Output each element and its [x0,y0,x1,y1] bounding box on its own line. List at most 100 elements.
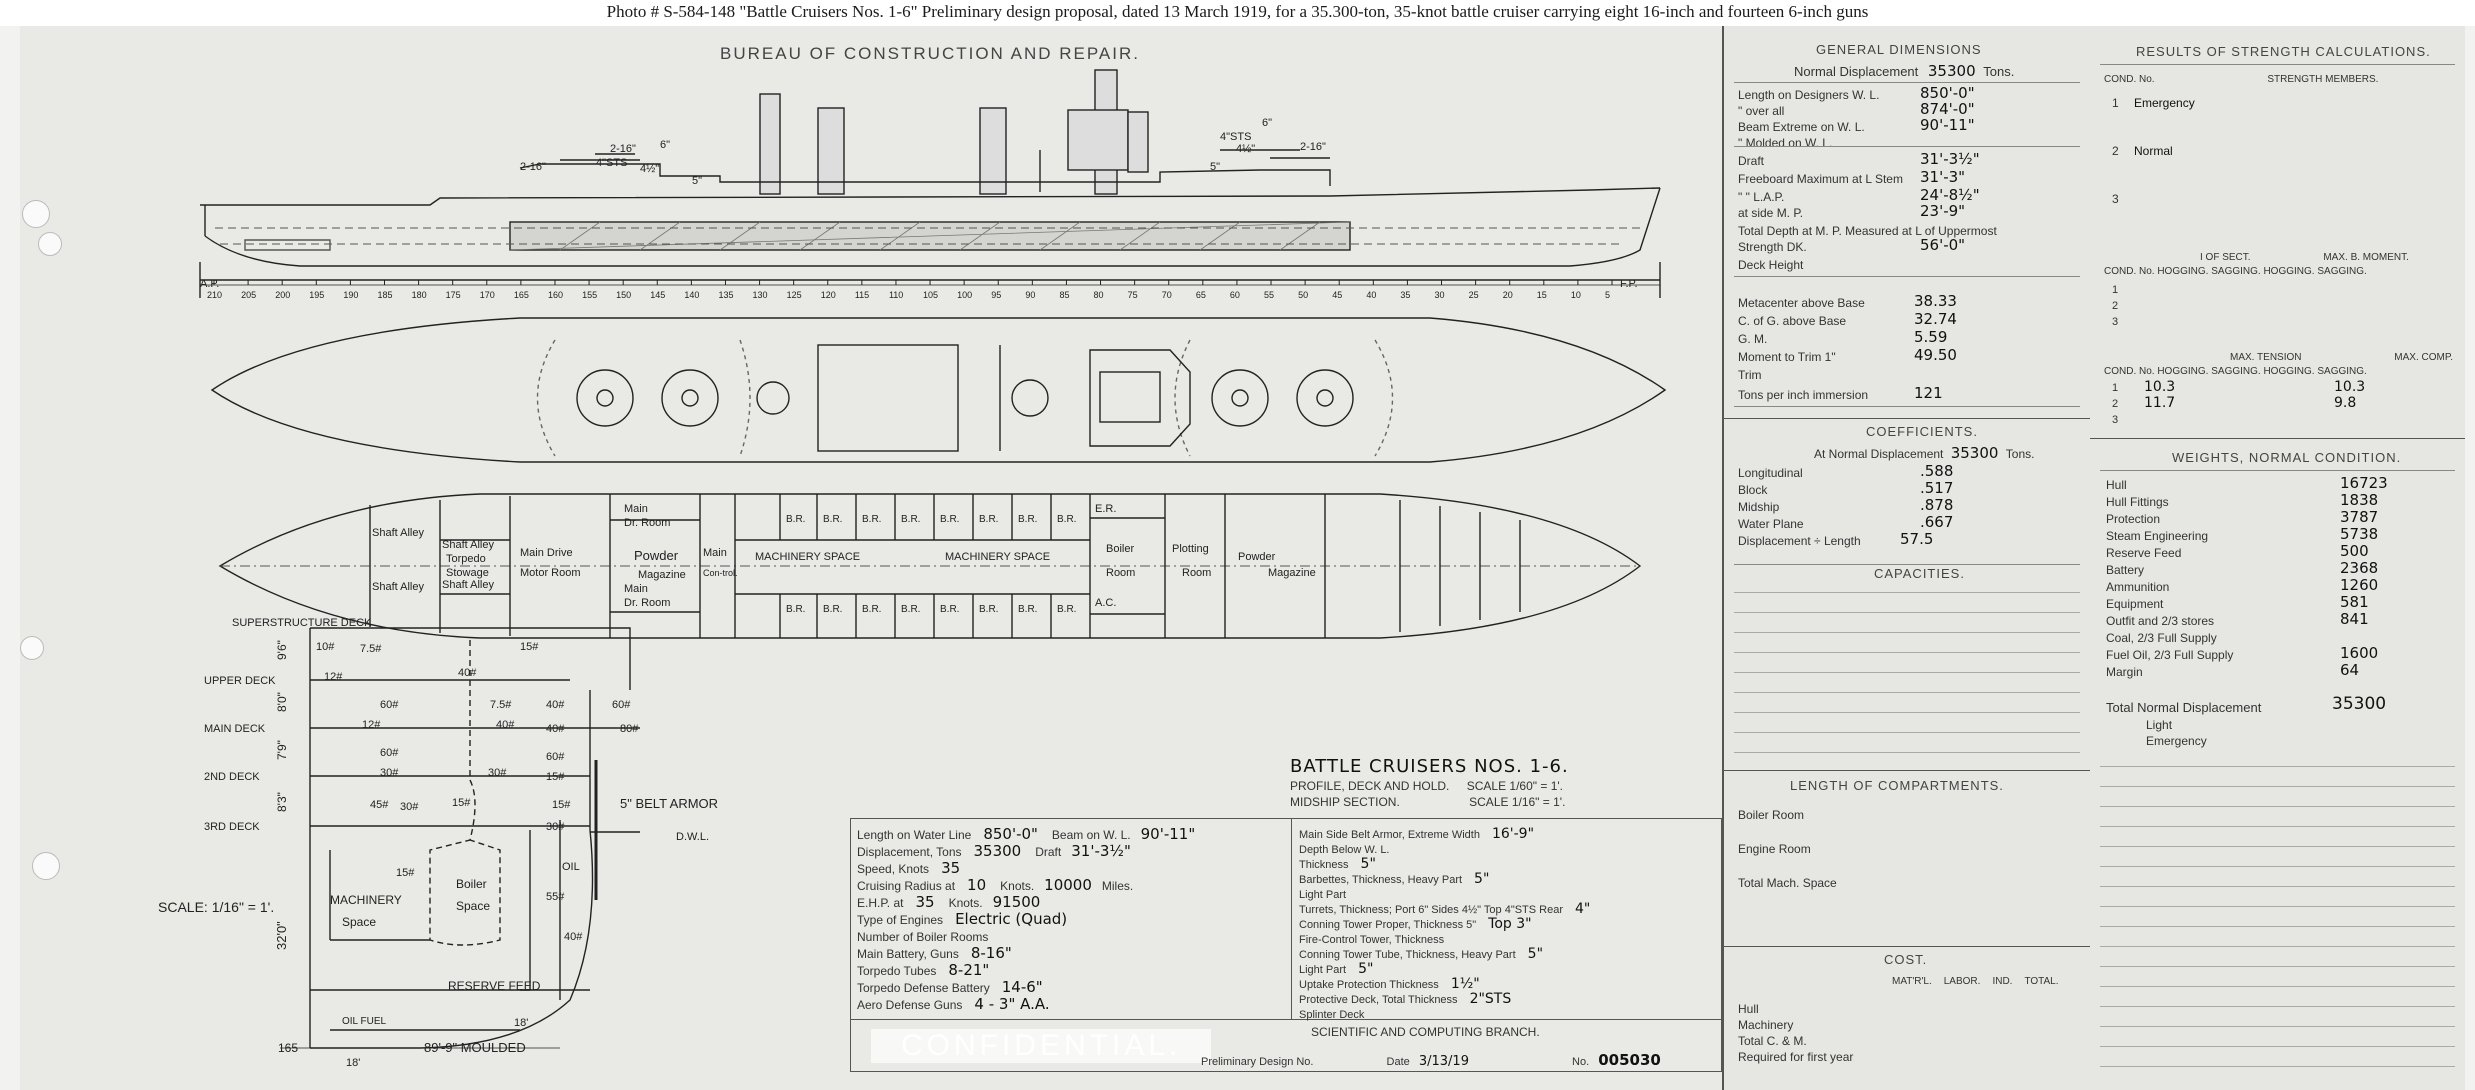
station-label: 160 [548,290,563,300]
general-value: 31'-3" [1920,168,1966,186]
normal-displacement-label: Normal Displacement [1794,64,1919,79]
hold-label: MACHINERY SPACE [945,551,1050,563]
weight-label: Battery [2106,563,2145,577]
station-label: 125 [787,290,802,300]
compartments-title: LENGTH OF COMPARTMENTS. [1790,778,2004,793]
armor-row: Fire-Control Tower, Thickness [1299,930,1456,948]
general-label: Beam Extreme on W. L. [1738,120,1865,134]
plate-weights: 10#7.5#15#12#40#60#7.5#40#60#12#40#40#80… [316,641,639,1069]
plate-weight: 12# [324,671,343,683]
boiler-room-br: B.R. [862,604,881,615]
general-label: Strength DK. [1738,240,1807,254]
plate-weight: 80# [620,723,639,735]
dwl-label: D.W.L. [676,831,709,843]
plate-weight: 30# [546,821,565,833]
station-label: 5 [1605,290,1610,300]
general-label: Moment to Trim 1" [1738,350,1836,364]
hog-sag-header: COND. No. HOGGING. SAGGING. HOGGING. SAG… [2104,266,2367,277]
hold-label: Magazine [638,569,686,581]
tension-cond-number: 2 [2112,398,2119,410]
hold-label: Motor Room [520,567,581,579]
normal-displacement-value: 35300 [1927,62,1976,80]
boiler-label: Space [456,899,490,913]
particular-value: 90'-11" [1140,825,1196,843]
weight-label: Protection [2106,512,2161,526]
weight-label: Fuel Oil, 2/3 Full Supply [2106,648,2234,662]
general-label: " Molded on W. L. [1738,136,1833,150]
general-label: Metacenter above Base [1738,296,1865,310]
moment-cond-number: 1 [2112,284,2119,296]
max-tension-header: MAX. TENSION [2230,352,2302,363]
hold-plan [218,493,1642,639]
tons-label: Tons. [1983,64,2015,79]
armor-value: 2"STS [1469,991,1512,1007]
cost-columns: MAT'R'L.LABOR.IND.TOTAL. [1892,976,2071,987]
punch-hole [22,200,50,228]
general-label: Total Depth at M. P. Measured at L of Up… [1738,224,1997,238]
weight-value: 841 [2340,610,2369,628]
belt-label: 5" BELT ARMOR [620,796,718,811]
moment-cond-number: 2 [2112,300,2119,312]
plate-weight: 15# [546,771,565,783]
armor-label: Depth Below W. L. [1299,844,1390,856]
armor-row: Conning Tower Proper, Thickness 5"Top 3" [1299,915,1532,933]
armor-label: Protective Deck, Total Thickness [1299,994,1458,1006]
box-divider [1291,819,1292,1019]
particular-value: 35 [941,859,961,877]
plate-weight: 15# [520,641,539,653]
rule [1734,652,2080,653]
compartment-label: Boiler Room [1738,808,1805,822]
coefficient-value: .517 [1920,479,1954,497]
boiler-room-br: B.R. [940,604,959,615]
gun-label: 2-16" [610,143,636,155]
boiler-room-labels: B.R.B.R.B.R.B.R.B.R.B.R.B.R.B.R.B.R.B.R.… [786,514,1076,615]
station-label: 60 [1230,290,1240,300]
rule [1734,672,2080,673]
particular-value: 850'-0" [983,825,1038,843]
particular-label: Aero Defense Guns [857,998,963,1012]
rule [2100,470,2455,471]
rule [2100,846,2455,847]
armor-value: 16'-9" [1491,826,1535,842]
armor-row: Turrets, Thickness; Port 6" Sides 4½" To… [1299,900,1590,918]
station-label: 85 [1059,290,1069,300]
station-label: 120 [821,290,836,300]
total-displacement-label: Total Normal Displacement [2106,700,2262,715]
hold-label: A.C. [1095,597,1116,609]
coefficient-value: .667 [1920,513,1954,531]
armor-label: Splinter Deck [1299,1009,1365,1021]
station-label: 175 [446,290,461,300]
particular-label: Cruising Radius at [857,879,956,893]
hold-label: Main [624,583,648,595]
plate-weight: 30# [380,767,399,779]
general-value: 121 [1914,384,1943,402]
particular-label: Displacement, Tons [857,845,962,859]
gun-label: 5" [692,175,702,187]
general-label: Draft [1738,154,1765,168]
condition-number: 2 [2112,144,2119,158]
rule [2100,1066,2455,1067]
drawing-number: 005030 [1598,1051,1661,1069]
profile-view [199,69,1661,298]
boiler-room-br: B.R. [901,604,920,615]
weight-label: Ammunition [2106,580,2170,594]
compartment-label: Engine Room [1738,842,1811,856]
condition-number: 1 [2112,96,2119,110]
armor-row: Light Part [1299,885,1358,903]
prelim-label: Preliminary Design No. [1201,1056,1314,1068]
station-label: 180 [412,290,427,300]
armor-row: Conning Tower Tube, Thickness, Heavy Par… [1299,945,1543,963]
i-sect-header: I OF SECT. [2200,252,2251,263]
deck-label: SUPERSTRUCTURE DECK [232,617,372,629]
armor-label: Conning Tower Tube, Thickness, Heavy Par… [1299,949,1516,961]
armor-label: Thickness [1299,859,1349,871]
tension-cond-number: 3 [2112,414,2119,426]
rule [1724,418,2090,419]
station-label: 145 [650,290,665,300]
hold-label: Magazine [1268,567,1316,579]
